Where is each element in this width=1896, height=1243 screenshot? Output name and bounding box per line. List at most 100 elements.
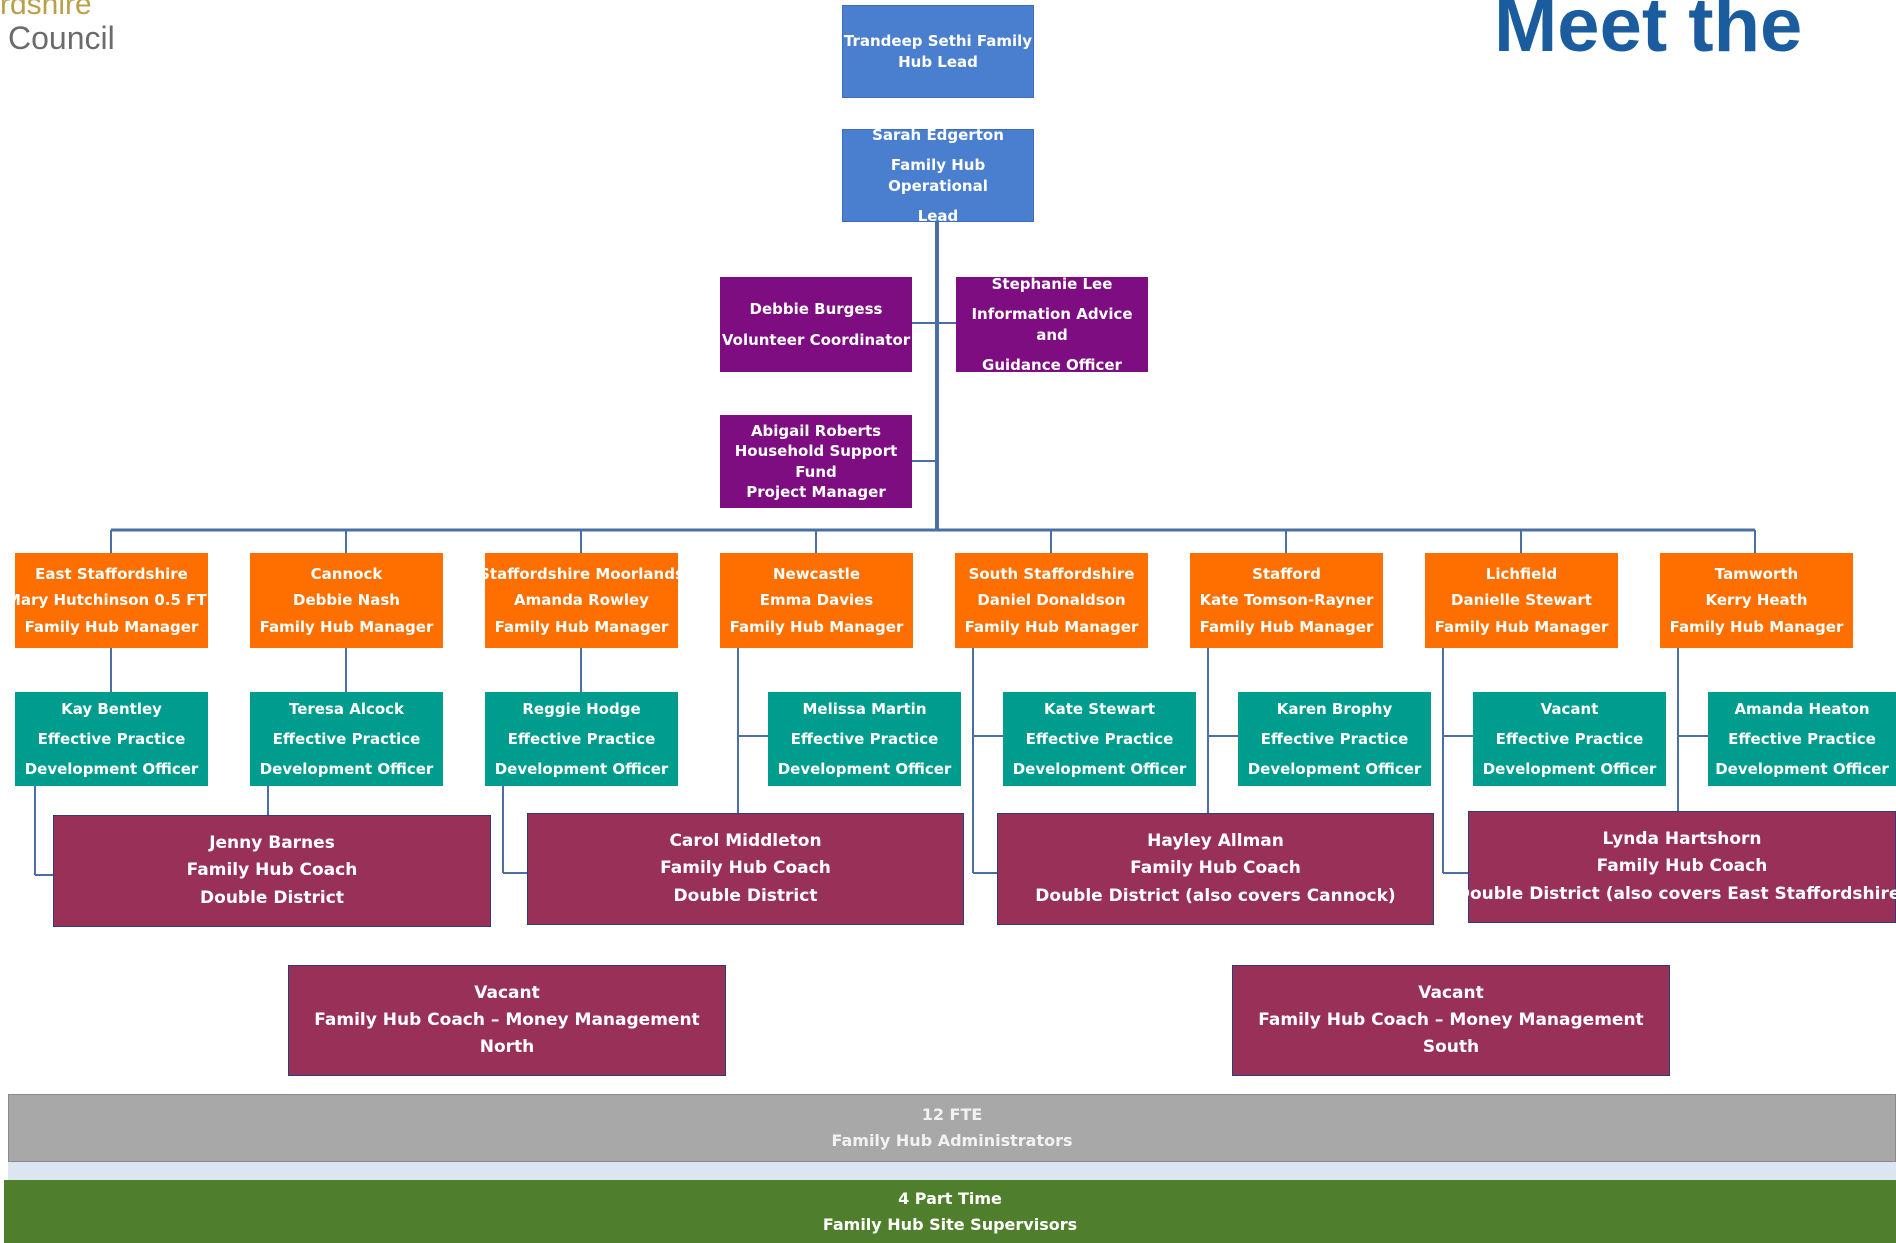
council-logo-text: rdshire (0, 0, 92, 21)
manager-name: Debbie Nash (293, 591, 400, 610)
district-name: South Staffordshire (968, 565, 1135, 584)
iag-officer-role-line1: Information Advice and (971, 305, 1133, 344)
administrators-band: 12 FTE Family Hub Administrators (8, 1094, 1896, 1162)
officer-role-line1: Effective Practice (1495, 729, 1644, 748)
manager-role: Family Hub Manager (1199, 617, 1374, 636)
coach-note: Double District (also covers East Staffo… (1455, 883, 1896, 904)
band-divider (8, 1162, 1896, 1180)
manager-box-newcastle: Newcastle Emma Davies Family Hub Manager (720, 553, 913, 648)
district-name: Lichfield (1485, 565, 1558, 584)
district-name: East Staffordshire (35, 565, 188, 584)
officer-role-line2: Development Officer (1247, 760, 1422, 779)
district-name: Cannock (310, 565, 383, 584)
coach-box-lynda-hartshorn: Lynda Hartshorn Family Hub Coach Double … (1456, 811, 1896, 923)
officer-role-line2: Development Officer (1715, 760, 1889, 779)
manager-name: Kate Tomson-Rayner (1199, 591, 1374, 610)
officer-name: Karen Brophy (1276, 699, 1393, 718)
coach-name: Jenny Barnes (209, 833, 335, 854)
coach-name: Hayley Allman (1147, 831, 1284, 852)
administrators-count: 12 FTE (921, 1105, 983, 1125)
coach-box-carol-middleton: Carol Middleton Family Hub Coach Double … (527, 813, 964, 925)
manager-name: Kerry Heath (1705, 591, 1808, 610)
officer-role-line1: Effective Practice (507, 729, 656, 748)
district-name: Staffordshire Moorlands (479, 565, 684, 584)
officer-role-line1: Effective Practice (790, 729, 939, 748)
officer-name: Kate Stewart (1043, 699, 1155, 718)
money-coach-area: North (479, 1037, 535, 1058)
officer-role-line1: Effective Practice (37, 729, 186, 748)
manager-box-staffordshire-moorlands: Staffordshire Moorlands Amanda Rowley Fa… (479, 553, 684, 648)
operational-lead-name: Sarah Edgerton (872, 126, 1004, 144)
hsf-manager-line1: Abigail Roberts (750, 422, 882, 440)
officer-role-line2: Development Officer (24, 760, 199, 779)
supervisors-count: 4 Part Time (898, 1188, 1002, 1208)
officer-role-line2: Development Officer (1482, 760, 1657, 779)
hub-lead-line2: Hub Lead (898, 52, 978, 71)
volunteer-coordinator-box: Debbie Burgess Volunteer Coordinator (720, 277, 912, 372)
iag-officer-role-line2: Guidance Officer (982, 355, 1122, 374)
manager-role: Family Hub Manager (24, 617, 199, 636)
coach-box-jenny-barnes: Jenny Barnes Family Hub Coach Double Dis… (53, 815, 491, 927)
money-coach-role: Family Hub Coach – Money Management (1258, 1009, 1644, 1030)
officer-name: Kay Bentley (61, 699, 162, 718)
coach-name: Lynda Hartshorn (1602, 829, 1762, 850)
money-coach-box-north: Vacant Family Hub Coach – Money Manageme… (288, 965, 726, 1076)
coach-box-hayley-allman: Hayley Allman Family Hub Coach Double Di… (997, 813, 1434, 925)
coach-role: Family Hub Coach (660, 858, 831, 879)
volunteer-coordinator-role: Volunteer Coordinator (721, 330, 911, 349)
manager-role: Family Hub Manager (729, 617, 904, 636)
money-coach-name: Vacant (1418, 982, 1484, 1003)
volunteer-coordinator-name: Debbie Burgess (749, 300, 883, 319)
district-name: Tamworth (1714, 565, 1799, 584)
manager-role: Family Hub Manager (1434, 617, 1609, 636)
manager-role: Family Hub Manager (1669, 617, 1844, 636)
money-coach-name: Vacant (474, 982, 540, 1003)
page-title: Meet the (1494, 0, 1803, 68)
manager-box-stafford: Stafford Kate Tomson-Rayner Family Hub M… (1190, 553, 1383, 648)
iag-officer-name: Stephanie Lee (991, 275, 1113, 293)
officer-name: Vacant (1540, 699, 1599, 718)
hsf-manager-box: Abigail Roberts Household Support Fund P… (720, 415, 912, 508)
district-name: Newcastle (772, 565, 860, 584)
coach-note: Double District (200, 887, 344, 908)
manager-role: Family Hub Manager (259, 617, 434, 636)
officer-role-line2: Development Officer (259, 760, 434, 779)
operational-lead-role-line1: Family Hub Operational (888, 156, 988, 195)
officer-role-line1: Effective Practice (272, 729, 421, 748)
hsf-manager-line2: Household Support Fund (734, 442, 898, 481)
manager-name: Mary Hutchinson 0.5 FTE (6, 591, 217, 610)
money-coach-area: South (1422, 1037, 1480, 1058)
district-name: Stafford (1252, 565, 1321, 584)
operational-lead-role-line2: Lead (917, 206, 959, 225)
manager-role: Family Hub Manager (494, 617, 669, 636)
supervisors-role: Family Hub Site Supervisors (822, 1214, 1078, 1234)
hub-lead-box: Trandeep Sethi Family Hub Lead (842, 5, 1034, 98)
officer-role-line1: Effective Practice (1260, 729, 1409, 748)
manager-name: Danielle Stewart (1451, 591, 1592, 610)
officer-role-line2: Development Officer (494, 760, 669, 779)
manager-box-south-staffordshire: South Staffordshire Daniel Donaldson Fam… (955, 553, 1148, 648)
coach-role: Family Hub Coach (186, 860, 358, 881)
officer-role-line2: Development Officer (1012, 760, 1187, 779)
manager-box-lichfield: Lichfield Danielle Stewart Family Hub Ma… (1425, 553, 1618, 648)
supervisors-band: 4 Part Time Family Hub Site Supervisors (4, 1180, 1896, 1243)
